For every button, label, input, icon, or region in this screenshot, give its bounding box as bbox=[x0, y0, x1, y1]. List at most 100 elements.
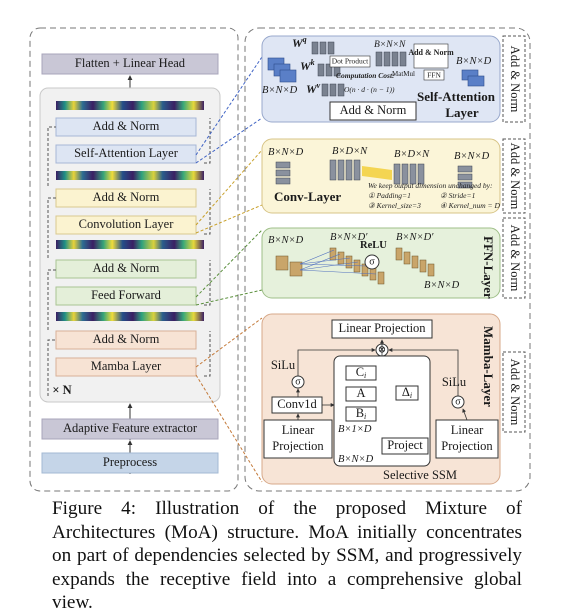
conv-add-norm-label: Add & Norm bbox=[93, 190, 160, 204]
mamba-layer-label: Mamba Layer bbox=[91, 359, 162, 373]
lp-right-2: Projection bbox=[441, 439, 493, 453]
conv-n1: ① Padding=1 bbox=[368, 191, 411, 200]
bnd-label: B×N×D bbox=[338, 454, 374, 465]
conv-title: Conv-Layer bbox=[274, 189, 341, 204]
ffn-t4: B×N×D bbox=[424, 280, 460, 291]
sa-title-2: Layer bbox=[445, 105, 478, 120]
feature-extractor-box bbox=[41, 418, 219, 440]
self-attention-panel: B×N×D Wq Wk Wv Dot Product Computation C… bbox=[261, 35, 501, 123]
ff-add-norm-box bbox=[55, 259, 197, 279]
side-add-norm-box-3 bbox=[502, 217, 526, 299]
a-label: A bbox=[356, 386, 365, 400]
a-box bbox=[345, 386, 377, 402]
conv-n2: ② Stride=1 bbox=[440, 191, 475, 200]
left-stack: Flatten + Linear Head Add & Norm Self-At… bbox=[29, 27, 239, 492]
mamba-top-lp-box bbox=[331, 319, 433, 339]
dot-product-box bbox=[329, 55, 371, 68]
mamba-sigma-left-label: σ bbox=[295, 376, 301, 387]
cost-label: Computation Cost: bbox=[336, 71, 395, 80]
right-outer-frame bbox=[244, 27, 531, 492]
figure-caption: Figure 4: Illustration of the proposed M… bbox=[52, 498, 522, 614]
lp-right-box bbox=[435, 419, 499, 459]
lp-left-2: Projection bbox=[272, 439, 324, 453]
preprocess-box bbox=[41, 452, 219, 474]
sa-title-1: Self-Attention bbox=[417, 89, 496, 104]
conv-tensors bbox=[275, 159, 473, 189]
delta-box bbox=[395, 385, 419, 401]
c-label: Ci bbox=[356, 365, 367, 380]
left-stack-frame bbox=[29, 27, 239, 492]
sa-inner-add-norm-box bbox=[413, 43, 449, 69]
side-add-norm-3: Add & Norm bbox=[508, 225, 522, 292]
silu-left: SiLu bbox=[271, 358, 296, 372]
ffn-sigma: σ bbox=[369, 256, 375, 267]
mamba-title: Mamba-Layer bbox=[481, 326, 496, 407]
lp-left-1: Linear bbox=[282, 423, 315, 437]
ffn-t2: B×N×D′ bbox=[330, 232, 368, 243]
delta-label: Δi bbox=[402, 385, 412, 400]
sa-ffn-label: FFN bbox=[427, 71, 441, 80]
matmul-label: MatMul bbox=[392, 70, 415, 78]
mamba-panel: Linear Projection ⊗ Mamba-Layer SiLu σ C… bbox=[261, 313, 501, 485]
conv-panel: B×N×D B×D×N B×D×N B×N×D Conv-Layer We ke… bbox=[261, 138, 501, 214]
feature-extractor-label: Adaptive Feature extractor bbox=[63, 421, 198, 435]
lp-left-box bbox=[263, 419, 333, 459]
sa-layer-box bbox=[55, 144, 197, 164]
sa-add-norm-bottom-label: Add & Norm bbox=[340, 103, 407, 117]
side-add-norm-box-4 bbox=[502, 351, 526, 433]
sa-layer-label: Self-Attention Layer bbox=[74, 146, 179, 160]
side-add-norm-2: Add & Norm bbox=[508, 143, 522, 210]
sa-weight-tensors bbox=[311, 41, 345, 97]
cost-value: O(n · d · (n − 1)) bbox=[344, 85, 395, 94]
preprocess-label: Preprocess bbox=[103, 455, 157, 469]
sa-inner-add-norm-label: Add & Norm bbox=[408, 48, 454, 57]
sa-output-tensor bbox=[461, 69, 485, 87]
side-add-norm-labels: Add & Norm Add & Norm Add & Norm Add & N… bbox=[502, 35, 526, 433]
project-label: Project bbox=[387, 438, 423, 452]
ffn-t1: B×N×D bbox=[268, 235, 304, 246]
sa-add-norm-label: Add & Norm bbox=[93, 119, 160, 133]
sa-add-norm-bottom-box bbox=[329, 101, 417, 121]
side-add-norm-4: Add & Norm bbox=[508, 359, 522, 426]
c-box bbox=[345, 365, 377, 381]
sa-bnd-in: B×N×D bbox=[262, 85, 298, 96]
relu-label: ReLU bbox=[360, 240, 387, 251]
selective-ssm-label: Selective SSM bbox=[383, 468, 457, 482]
project-box bbox=[381, 437, 429, 455]
lp-right-1: Linear bbox=[451, 423, 484, 437]
wv-label: Wv bbox=[306, 81, 321, 96]
feature-strip-2 bbox=[56, 171, 204, 180]
sa-attention-matrix bbox=[375, 51, 407, 67]
conv-t1: B×N×D bbox=[268, 147, 304, 158]
head-box bbox=[41, 53, 219, 75]
conv-n3: ③ Kernel_size=3 bbox=[368, 201, 421, 210]
conv-layer-label: Convolution Layer bbox=[79, 217, 175, 231]
conv1d-label: Conv1d bbox=[277, 397, 317, 411]
sa-input-tensor bbox=[267, 57, 297, 83]
side-add-norm-1: Add & Norm bbox=[508, 46, 522, 113]
ffn-dense-links bbox=[299, 249, 377, 275]
ffn-title: FFN-Layer bbox=[481, 236, 496, 299]
mamba-sigma-right-label: σ bbox=[455, 396, 461, 407]
ffn-input-stack bbox=[275, 255, 303, 277]
b-box bbox=[345, 406, 377, 422]
ff-layer-box bbox=[55, 286, 197, 306]
feature-strip-1 bbox=[56, 101, 204, 110]
conv-n4: ④ Kernel_num = D bbox=[440, 201, 500, 210]
ff-layer-label: Feed Forward bbox=[91, 288, 162, 302]
mamba-top-lp-label: Linear Projection bbox=[338, 321, 426, 335]
conv-t3: B×D×N bbox=[394, 149, 430, 160]
mamba-add-norm-box bbox=[55, 330, 197, 350]
silu-right: SiLu bbox=[442, 375, 467, 389]
ffn-panel-bg bbox=[261, 227, 501, 299]
wk-label: Wk bbox=[300, 58, 315, 73]
conv-t2: B×D×N bbox=[332, 146, 368, 157]
side-add-norm-box-1 bbox=[502, 35, 526, 123]
head-label: Flatten + Linear Head bbox=[75, 56, 186, 70]
repeat-label: × N bbox=[52, 383, 71, 397]
side-add-norm-box-2 bbox=[502, 138, 526, 214]
ffn-panel: B×N×D B×N×D′ B×N×D′ B×N×D ReLU σ FFN-Lay… bbox=[261, 227, 501, 299]
conv-note: We keep output dimension unchanged by: bbox=[368, 181, 492, 190]
sa-bnd-out: B×N×D bbox=[456, 56, 492, 67]
